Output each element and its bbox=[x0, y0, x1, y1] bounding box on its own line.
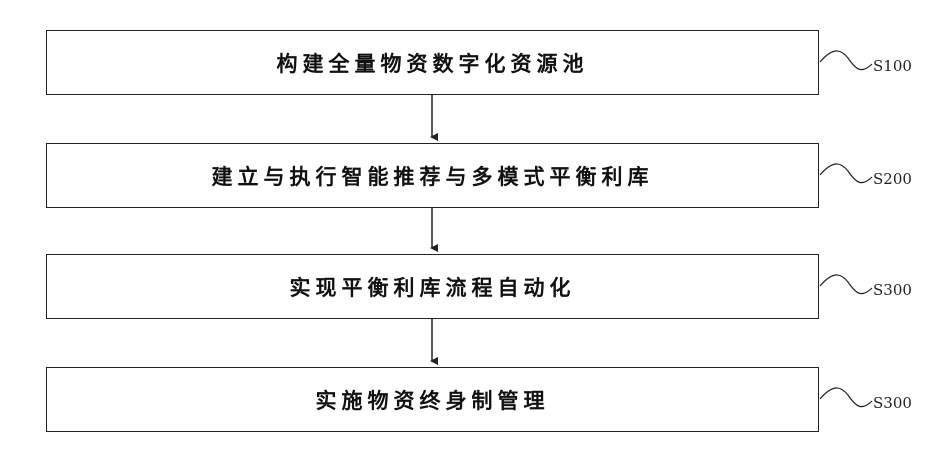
leader-line-3 bbox=[820, 275, 872, 294]
step-label-s300-b: S300 bbox=[873, 394, 912, 412]
step-box-s300-b: 实施物资终身制管理 bbox=[46, 367, 819, 432]
step-label-s200: S200 bbox=[873, 170, 912, 188]
leader-line-4 bbox=[820, 388, 872, 407]
step-label-s100: S100 bbox=[873, 57, 912, 75]
step-label-s300-a: S300 bbox=[873, 281, 912, 299]
step-text-s200: 建立与执行智能推荐与多模式平衡利库 bbox=[212, 161, 654, 191]
step-box-s100: 构建全量物资数字化资源池 bbox=[46, 30, 819, 95]
step-text-s300-a: 实现平衡利库流程自动化 bbox=[290, 272, 576, 302]
step-text-s100: 构建全量物资数字化资源池 bbox=[277, 48, 589, 78]
step-text-s300-b: 实施物资终身制管理 bbox=[316, 385, 550, 415]
leader-line-1 bbox=[820, 51, 872, 70]
step-box-s300-a: 实现平衡利库流程自动化 bbox=[46, 254, 819, 319]
leader-line-2 bbox=[820, 164, 872, 183]
step-box-s200: 建立与执行智能推荐与多模式平衡利库 bbox=[46, 143, 819, 208]
